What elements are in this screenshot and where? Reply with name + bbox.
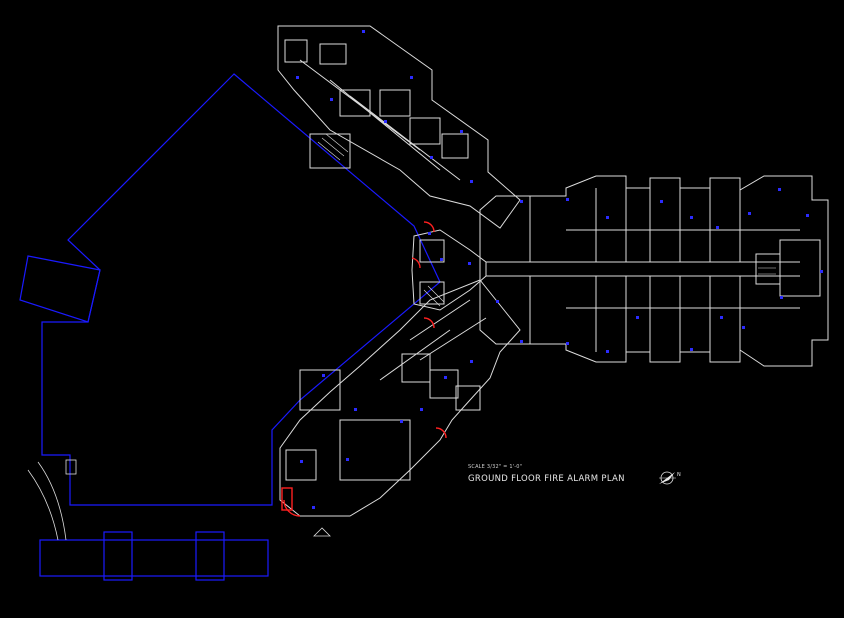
scale-note: SCALE 3/32" = 1'-0" [468, 464, 523, 470]
south-wing-walls [279, 279, 521, 517]
east-wing-walls [479, 175, 829, 367]
fire-alarm-devices [296, 30, 823, 509]
north-label: N [677, 472, 681, 478]
site-road [27, 459, 77, 541]
north-arrow-icon: N [659, 471, 681, 485]
egress-doors [281, 221, 447, 517]
entry-marker [313, 527, 331, 537]
site-outline [19, 73, 441, 581]
stairs [317, 133, 776, 307]
north-wing-walls [277, 25, 521, 229]
central-hub [411, 229, 487, 311]
drawing-title: GROUND FLOOR FIRE ALARM PLAN [468, 474, 625, 484]
